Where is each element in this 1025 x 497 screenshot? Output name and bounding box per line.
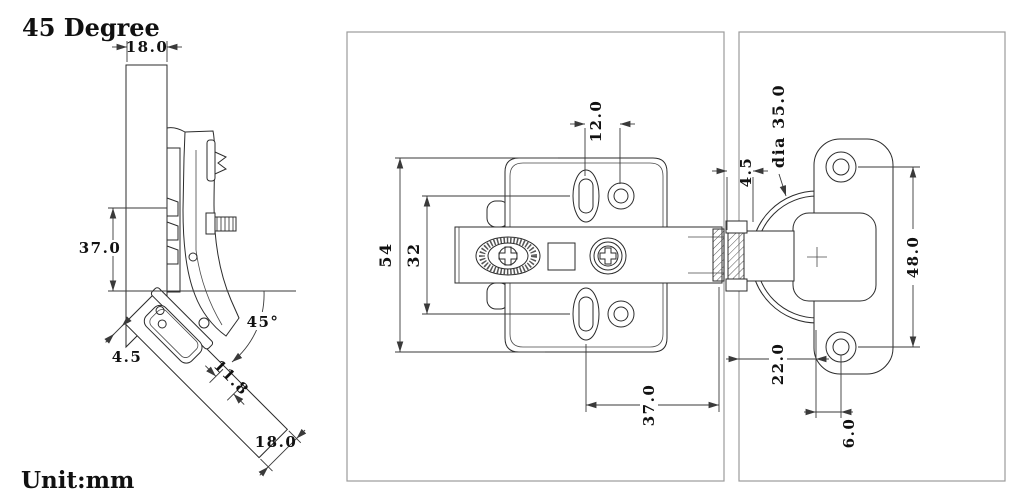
spring-coil: [727, 232, 745, 280]
cup-body-side: [143, 304, 203, 364]
arm-screw: [589, 237, 627, 275]
bottom-hole: [607, 300, 635, 328]
square-hole: [547, 242, 576, 271]
dim-overlay: 4.5: [112, 348, 143, 366]
dim-slot-spacing: 32: [404, 242, 423, 267]
dim-opening-angle: 45°: [247, 313, 280, 331]
top-hole: [607, 182, 635, 210]
top-screw: [206, 139, 216, 182]
plate-top-wing: [504, 157, 668, 228]
mounting-plate-side: [166, 147, 181, 293]
dim-cup-diameter: dia 35.0: [769, 84, 788, 168]
dim-plate-height: 37.0: [79, 239, 122, 257]
cup-view: 4.5 dia 35.0 48.0 22.0 6.0: [712, 84, 922, 448]
dim-door-thickness: 18.0: [255, 433, 298, 451]
dim-edge-distance: 6.0: [840, 418, 858, 449]
dim-setback: 22.0: [769, 343, 787, 386]
dim-plate-length: 54: [376, 242, 395, 267]
flange-hole-top: [825, 151, 857, 183]
adjust-screw-body: [214, 216, 237, 232]
plate-bottom-wing: [504, 282, 668, 353]
top-slot: [572, 169, 600, 223]
adjust-screw-head: [205, 212, 216, 235]
dim-hole-offset: 12.0: [587, 100, 605, 143]
side-view: 18.0 37.0 45° 11.8: [79, 38, 307, 477]
drawing-title: 45 Degree: [22, 13, 160, 42]
dim-screw-hole-spacing: 48.0: [904, 236, 922, 279]
dim-rim: 4.5: [737, 157, 755, 188]
arm-knuckle: [743, 230, 795, 282]
bottom-slot: [572, 287, 600, 341]
dim-door-width: 18.0: [126, 38, 169, 56]
spring-section: [712, 228, 725, 282]
plan-view: 12.0 54 32 37.0: [376, 100, 725, 433]
cup-boss: [792, 212, 877, 302]
dim-arm-length: 37.0: [640, 384, 658, 427]
unit-label: Unit:mm: [21, 467, 134, 494]
